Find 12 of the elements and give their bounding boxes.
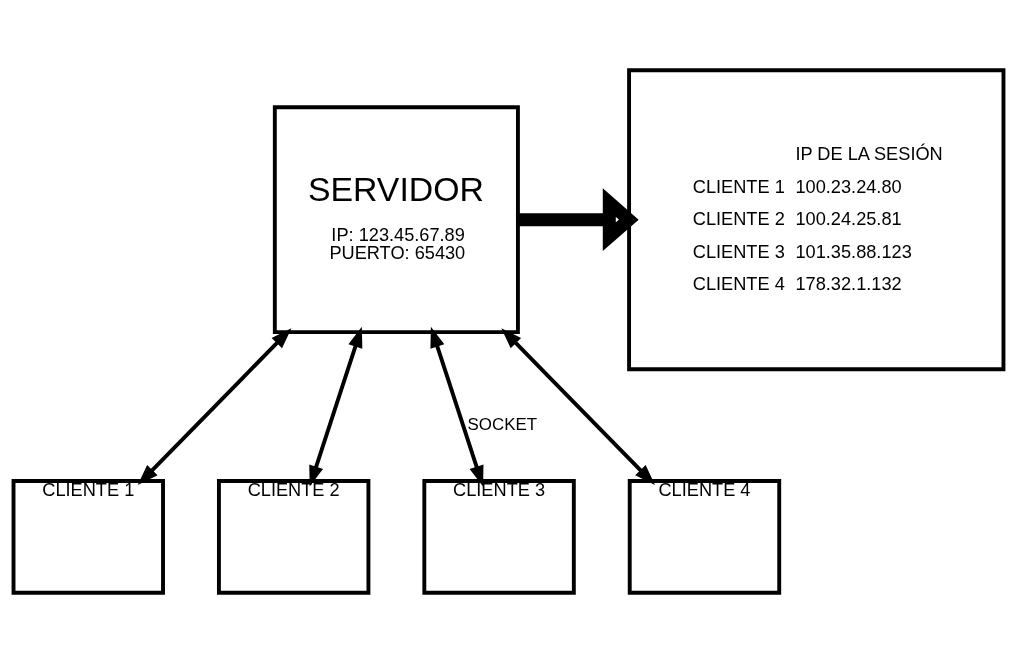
arrow [430, 326, 484, 486]
node-box: CLIENTE 1 [11, 478, 165, 595]
arrow [137, 327, 292, 485]
edge-label: SOCKET [467, 414, 538, 434]
node-box: CLIENTE 2 [217, 478, 371, 595]
node-box: SERVIDOR IP: 123.45.67.89 PUERTO: 65430 [272, 104, 520, 334]
node-box: CLIENTE 4 [627, 478, 782, 595]
arrow [309, 326, 363, 486]
arrow [518, 187, 639, 251]
node-box: IP DE LA SESIÓN CLIENTE 1 100.23.24.80 CLIENTE 2 100.24.25.81 CLIENTE 3 101.35.88.123 CLIENTE 4 178.32.1.132 [627, 67, 1006, 371]
node-box: CLIENTE 3 [422, 478, 576, 595]
arrow [501, 327, 656, 485]
